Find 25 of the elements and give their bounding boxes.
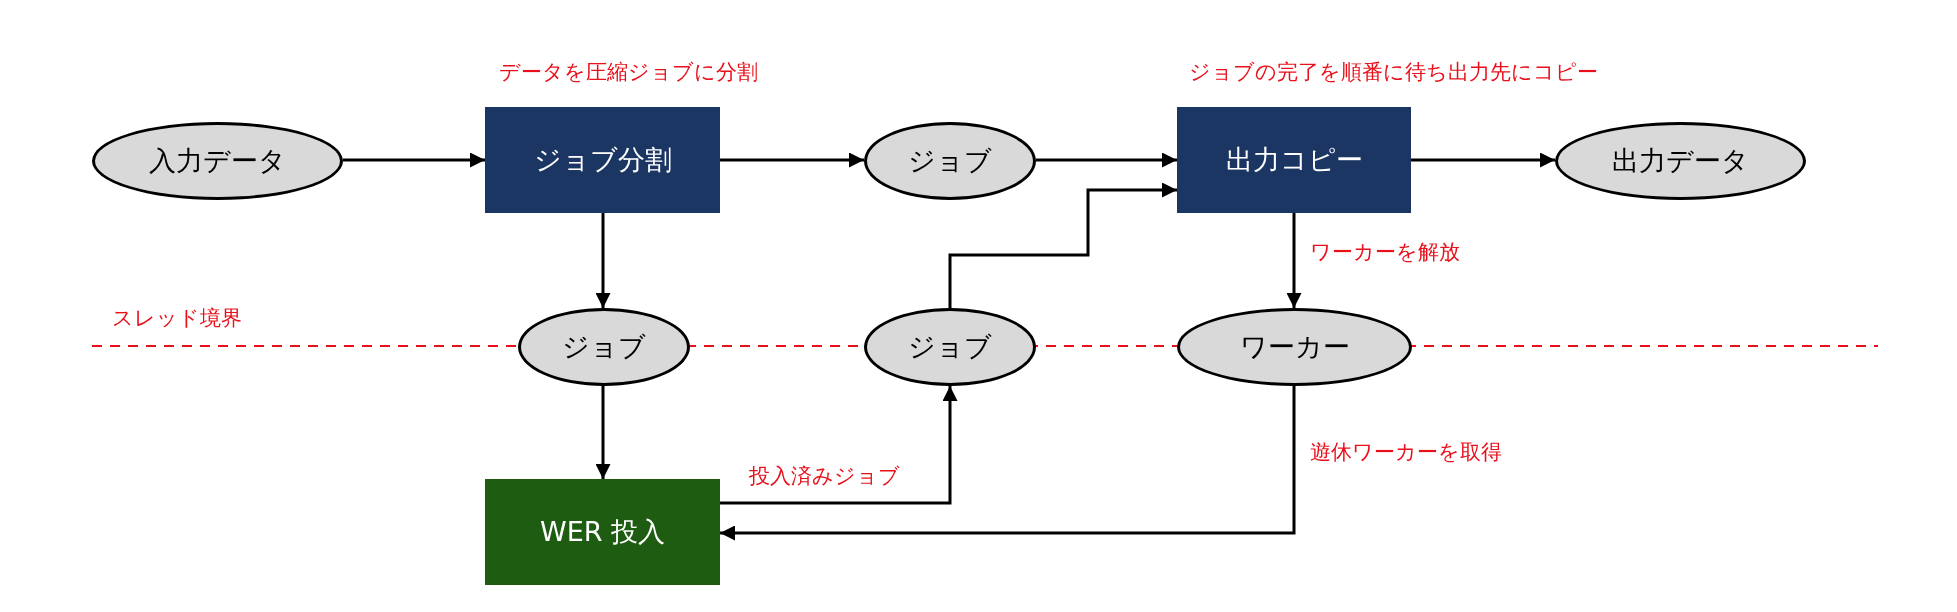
annotation-text: データを圧縮ジョブに分割 — [499, 62, 758, 83]
process-box: WER 投入 — [485, 479, 720, 585]
ellipse-node: ジョブ — [864, 122, 1036, 200]
edge-label: ワーカーを解放 — [1310, 242, 1460, 263]
arrow — [720, 152, 864, 168]
arrow — [948, 182, 1177, 308]
edge-label: 遊休ワーカーを取得 — [1310, 442, 1502, 463]
ellipse-node: 入力データ — [92, 122, 343, 200]
arrow — [1286, 213, 1302, 308]
arrow — [720, 386, 958, 505]
ellipse-node: ジョブ — [518, 308, 690, 386]
arrow — [343, 152, 485, 168]
arrow — [720, 386, 1296, 541]
edge-label: 投入済みジョブ — [749, 466, 900, 487]
ellipse-node: ジョブ — [864, 308, 1036, 386]
arrow — [595, 213, 611, 308]
arrow — [1411, 152, 1555, 168]
arrow — [1036, 152, 1177, 168]
process-box: ジョブ分割 — [485, 107, 720, 213]
process-box: 出力コピー — [1177, 107, 1411, 213]
ellipse-node: 出力データ — [1555, 122, 1806, 200]
annotation-text: スレッド境界 — [112, 308, 242, 329]
arrow — [595, 386, 611, 479]
annotation-text: ジョブの完了を順番に待ち出力先にコピー — [1189, 62, 1598, 83]
ellipse-node: ワーカー — [1177, 308, 1412, 386]
